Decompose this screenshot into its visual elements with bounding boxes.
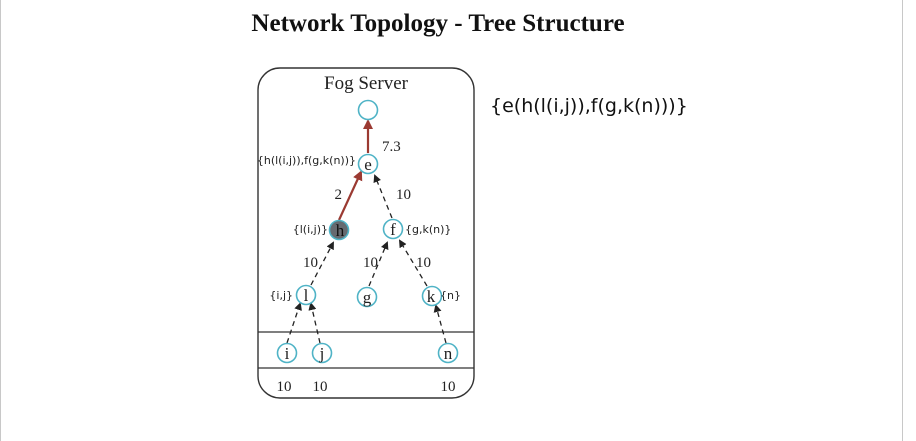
- edge-j-l: [308, 302, 321, 344]
- edge-n-k: [433, 304, 447, 344]
- node-i-label: i: [285, 344, 290, 363]
- node-j-label: j: [319, 344, 325, 363]
- weight-h-e: 2: [335, 187, 343, 203]
- node-root: [357, 99, 379, 121]
- node-n: n: [437, 342, 459, 364]
- right-border: [902, 0, 903, 441]
- left-border: [0, 0, 1, 441]
- node-k: k: [421, 285, 443, 307]
- bottom-value-j: 10: [313, 379, 328, 395]
- page-title: Network Topology - Tree Structure: [251, 10, 625, 37]
- node-g-label: g: [363, 288, 372, 307]
- node-l: l: [295, 284, 317, 306]
- node-n-label: n: [444, 344, 453, 363]
- node-e: e: [357, 153, 379, 175]
- node-l-label: l: [304, 286, 309, 305]
- fog-server-frame: [257, 67, 475, 399]
- tree-formula: {e(h(l(i,j)),f(g,k(n)))}: [490, 95, 688, 117]
- annotation-f: {g,k(n)}: [405, 223, 451, 236]
- node-f: f: [382, 218, 404, 240]
- annotation-h: {l(i,j)}: [293, 223, 328, 236]
- weight-l-h: 10: [303, 255, 318, 271]
- weight-f-e: 10: [396, 187, 411, 203]
- bottom-value-n: 10: [441, 379, 456, 395]
- node-f-label: f: [390, 220, 396, 239]
- edge-i-l: [286, 302, 302, 344]
- node-i: i: [276, 342, 298, 364]
- edge-h-e: [338, 170, 363, 221]
- weight-g-f: 10: [363, 255, 378, 271]
- weight-k-f: 10: [416, 255, 431, 271]
- bottom-value-i: 10: [277, 379, 292, 395]
- annotation-l: {i,j}: [269, 289, 293, 302]
- edge-f-e: [373, 174, 393, 219]
- fog-server-label: Fog Server: [324, 73, 409, 94]
- node-h: h: [328, 219, 350, 241]
- node-j: j: [311, 342, 333, 364]
- node-k-label: k: [427, 287, 436, 306]
- node-e-label: e: [364, 155, 372, 174]
- node-h-label: h: [336, 221, 345, 240]
- annotation-e: {h(l(i,j)),f(g,k(n))}: [257, 154, 356, 167]
- edge-l-h: [310, 241, 334, 286]
- annotation-k: {n}: [440, 289, 461, 302]
- weight-e-root: 7.3: [382, 139, 401, 155]
- node-g: g: [356, 286, 378, 308]
- edge-g-f: [368, 241, 389, 287]
